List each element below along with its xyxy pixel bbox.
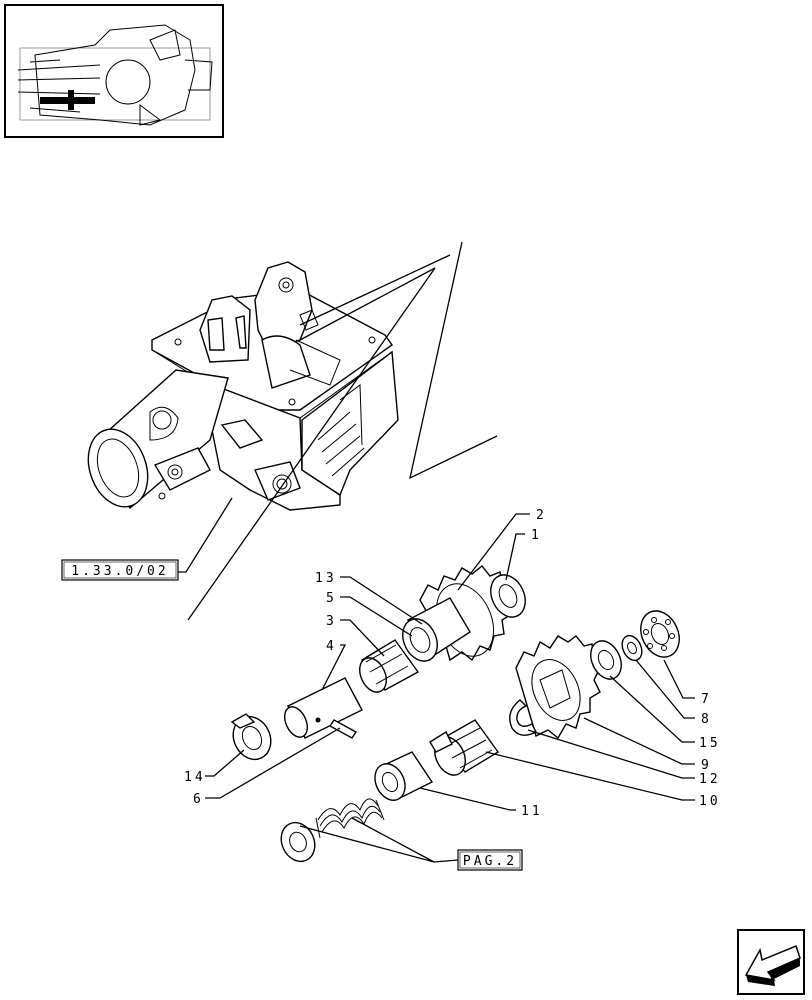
callout-7[interactable]: 7 <box>701 692 712 707</box>
callout-15[interactable]: 15 <box>699 736 721 751</box>
callout-10[interactable]: 10 <box>699 794 721 809</box>
callout-1[interactable]: 1 <box>531 528 542 543</box>
callout-11[interactable]: 11 <box>521 804 543 819</box>
part-8-washer <box>621 634 643 662</box>
part-13-hub <box>402 597 471 662</box>
part-14-clip <box>230 713 272 761</box>
part-15-washer <box>590 640 622 680</box>
spring <box>315 798 385 839</box>
previous-page-arrow-icon[interactable] <box>737 929 805 995</box>
page-reference-label: PAG.2 <box>463 854 517 869</box>
group-reference-box[interactable]: 1.33.0/02 <box>61 497 233 581</box>
page-reference-box[interactable]: PAG.2 <box>457 849 523 871</box>
group-reference-label: 1.33.0/02 <box>71 564 168 579</box>
spring-seat-washer <box>280 821 316 863</box>
part-6-dowel <box>328 719 358 739</box>
part-7-bearing <box>640 610 680 658</box>
callout-labels: 2 1 13 5 3 4 14 6 7 8 15 9 12 10 11 <box>184 508 721 819</box>
callout-2[interactable]: 2 <box>536 508 547 523</box>
part-1-washer <box>490 574 526 618</box>
exploded-parts <box>230 565 680 863</box>
part-9-gear <box>515 635 601 740</box>
callout-13[interactable]: 13 <box>315 571 337 586</box>
callout-4[interactable]: 4 <box>326 639 337 654</box>
part-4-pin <box>283 677 363 739</box>
locator-thumbnail-icon[interactable] <box>4 4 224 138</box>
part-12-snap-ring <box>509 699 537 736</box>
transmission-housing <box>87 241 498 621</box>
callout-6[interactable]: 6 <box>193 792 204 807</box>
part-10-coupler <box>429 719 500 776</box>
callout-14[interactable]: 14 <box>184 770 206 785</box>
part-11-collar <box>374 751 434 801</box>
callout-8[interactable]: 8 <box>701 712 712 727</box>
leader-lines <box>205 513 695 863</box>
callout-3[interactable]: 3 <box>326 614 337 629</box>
callout-9[interactable]: 9 <box>701 758 712 773</box>
callout-12[interactable]: 12 <box>699 772 721 787</box>
part-3-splined-shaft <box>359 639 420 693</box>
callout-5[interactable]: 5 <box>326 591 337 606</box>
